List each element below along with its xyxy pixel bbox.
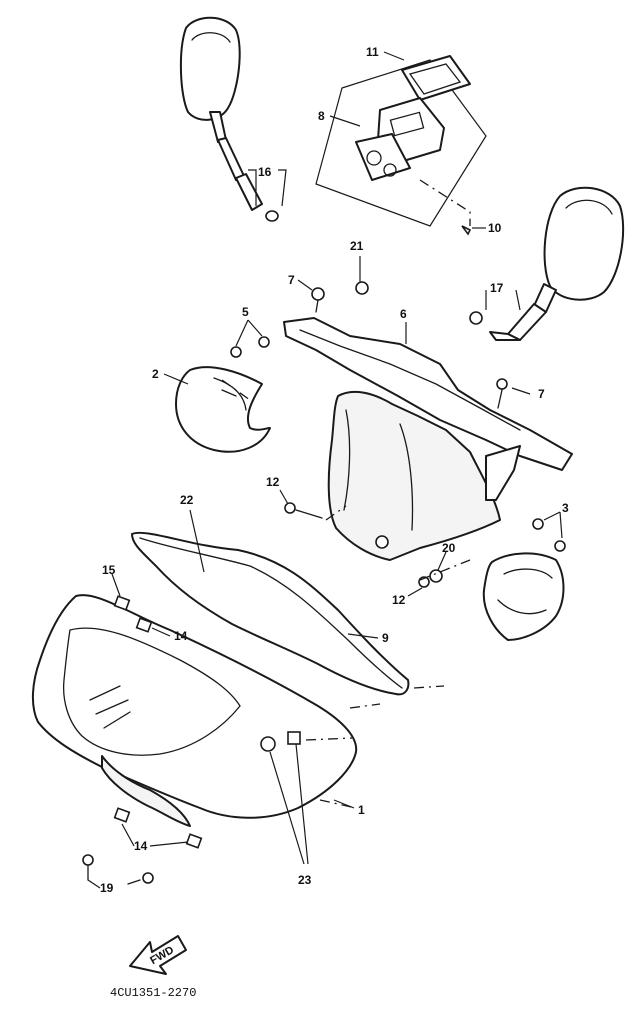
callout-6: 6: [400, 307, 407, 321]
side-cover-left: [175, 366, 271, 453]
callout-8: 8: [318, 109, 325, 123]
callout-19: 19: [100, 881, 114, 895]
leader-lines: [87, 51, 563, 889]
diagram-code: 4CU1351-2270: [110, 986, 196, 1000]
meter-panel-group: [315, 55, 487, 236]
callout-1: 1: [358, 803, 365, 817]
callout-14-upper: 14: [174, 629, 188, 643]
callout-20: 20: [442, 541, 456, 555]
callout-10: 10: [488, 221, 502, 235]
side-cover-right: [482, 552, 565, 641]
handlebar-cover-front: [283, 317, 573, 561]
callout-2: 2: [152, 367, 159, 381]
callout-3: 3: [562, 501, 569, 515]
callout-15: 15: [102, 563, 116, 577]
fwd-direction-arrow: FWD: [129, 935, 187, 975]
callout-16: 16: [258, 165, 272, 179]
callout-5: 5: [242, 305, 249, 319]
callout-labels: 1 2 3 5 6 7 7 8 9 10 11 12 12 14 14 15 1…: [100, 45, 569, 895]
inner-panel: [131, 531, 410, 696]
callout-23: 23: [298, 873, 312, 887]
callout-17: 17: [490, 281, 504, 295]
callout-21: 21: [350, 239, 364, 253]
front-cover: [31, 594, 358, 827]
callout-14-lower: 14: [134, 839, 148, 853]
callout-9: 9: [382, 631, 389, 645]
callout-12-upper: 12: [266, 475, 280, 489]
mirror-right: [469, 186, 625, 341]
mirror-left: [179, 16, 279, 222]
callout-7-upper: 7: [288, 273, 295, 287]
callout-7-right: 7: [538, 387, 545, 401]
callout-12-lower: 12: [392, 593, 406, 607]
callout-11: 11: [366, 45, 379, 59]
callout-22: 22: [180, 493, 194, 507]
fasteners: [82, 281, 566, 885]
